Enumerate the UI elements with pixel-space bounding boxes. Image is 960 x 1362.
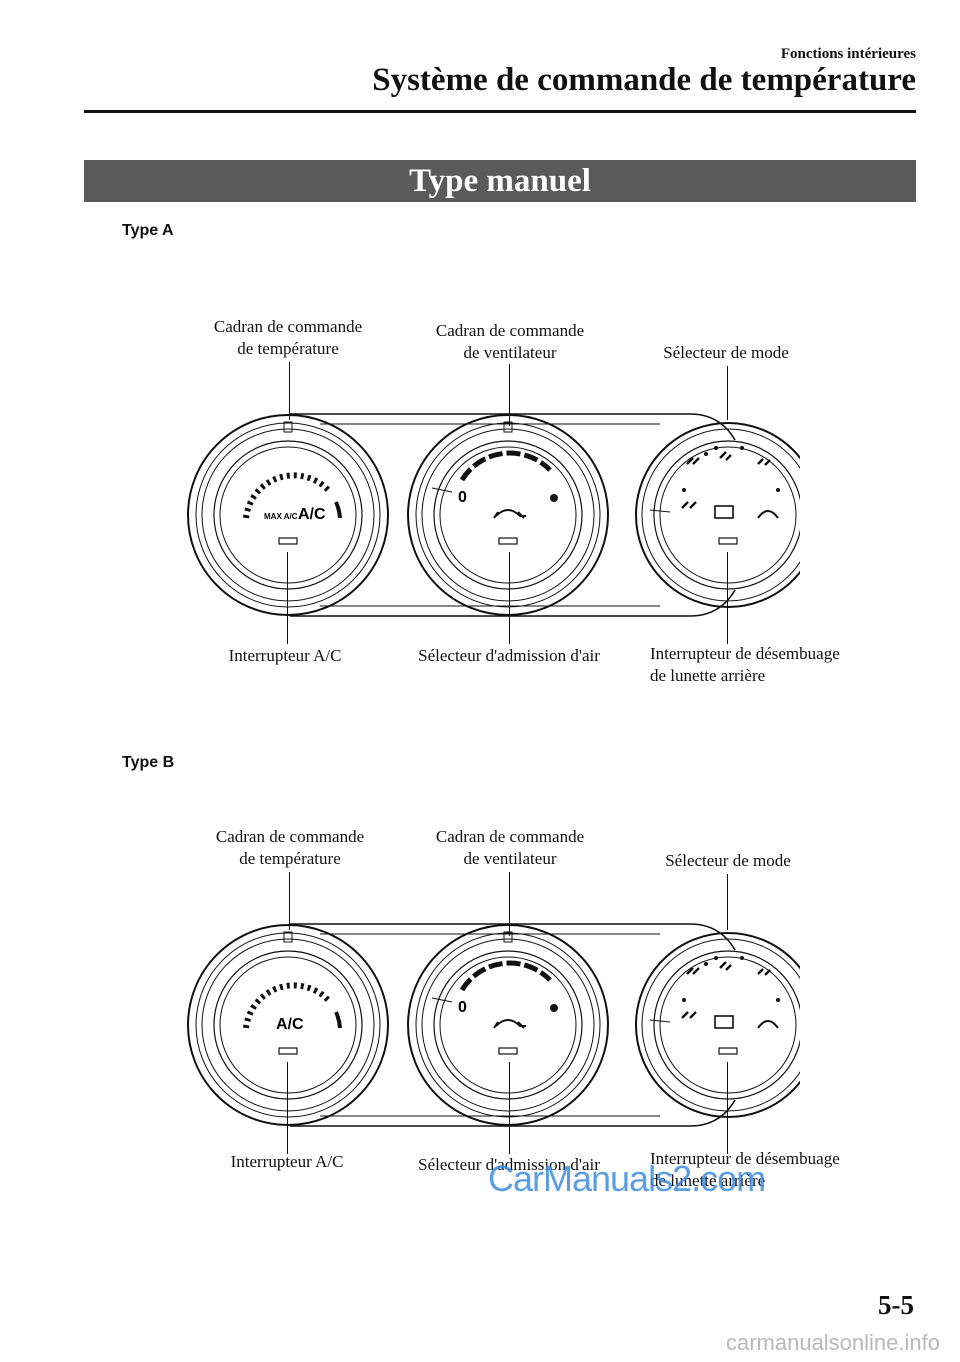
- leader-line: [509, 552, 510, 644]
- callout-temp-dial-a: Cadran de commande de température: [213, 317, 363, 358]
- callout-air-intake-b: Sélecteur d'admission d'air: [418, 1155, 600, 1174]
- type-b-label: Type B: [122, 754, 175, 771]
- callout-temp-dial-b: Cadran de commande de température: [215, 827, 365, 868]
- watermark: CarManuals2.com: [488, 1158, 766, 1199]
- callout-ac-switch-a: Interrupteur A/C: [228, 646, 342, 665]
- callout-fan-dial-b: Cadran de commande de ventilateur: [435, 827, 585, 868]
- leader-line: [289, 872, 290, 930]
- callout-air-intake-a: Sélecteur d'admission d'air: [418, 646, 600, 665]
- header-rule: [84, 110, 916, 113]
- callout-mode-selector-b: Sélecteur de mode: [665, 851, 791, 870]
- leader-line: [289, 362, 290, 420]
- control-panel-type-b: A/C 0: [180, 910, 800, 1140]
- ac-text: A/C: [276, 1016, 304, 1033]
- fan-zero-text: 0: [458, 999, 467, 1016]
- leader-line: [509, 1062, 510, 1154]
- section-title: Fonctions intérieures: [780, 46, 916, 62]
- leader-line: [287, 552, 288, 644]
- callout-defrost-b: Interrupteur de désembuage de lunette ar…: [650, 1149, 840, 1190]
- callout-fan-dial-a: Cadran de commande de ventilateur: [435, 321, 585, 362]
- footer-watermark: carmanualsonline.info: [725, 1330, 940, 1355]
- fan-zero-text: 0: [458, 489, 467, 506]
- callout-mode-selector-a: Sélecteur de mode: [663, 343, 789, 362]
- leader-line: [727, 552, 728, 644]
- ac-text: A/C: [298, 506, 326, 523]
- leader-line: [727, 874, 728, 930]
- control-panel-type-a: MAX A/C A/C 0: [180, 400, 800, 630]
- leader-line: [509, 364, 510, 426]
- leader-line: [727, 366, 728, 420]
- page-number: 5-5: [878, 1290, 914, 1320]
- type-a-label: Type A: [122, 222, 174, 239]
- section-banner: Type manuel: [84, 160, 916, 202]
- max-ac-text: MAX A/C: [264, 512, 298, 521]
- leader-line: [287, 1062, 288, 1154]
- leader-line: [509, 872, 510, 936]
- page-title: Système de commande de température: [372, 62, 916, 98]
- callout-ac-switch-b: Interrupteur A/C: [230, 1152, 344, 1171]
- callout-defrost-a: Interrupteur de désembuage de lunette ar…: [650, 644, 840, 685]
- leader-line: [727, 1062, 728, 1154]
